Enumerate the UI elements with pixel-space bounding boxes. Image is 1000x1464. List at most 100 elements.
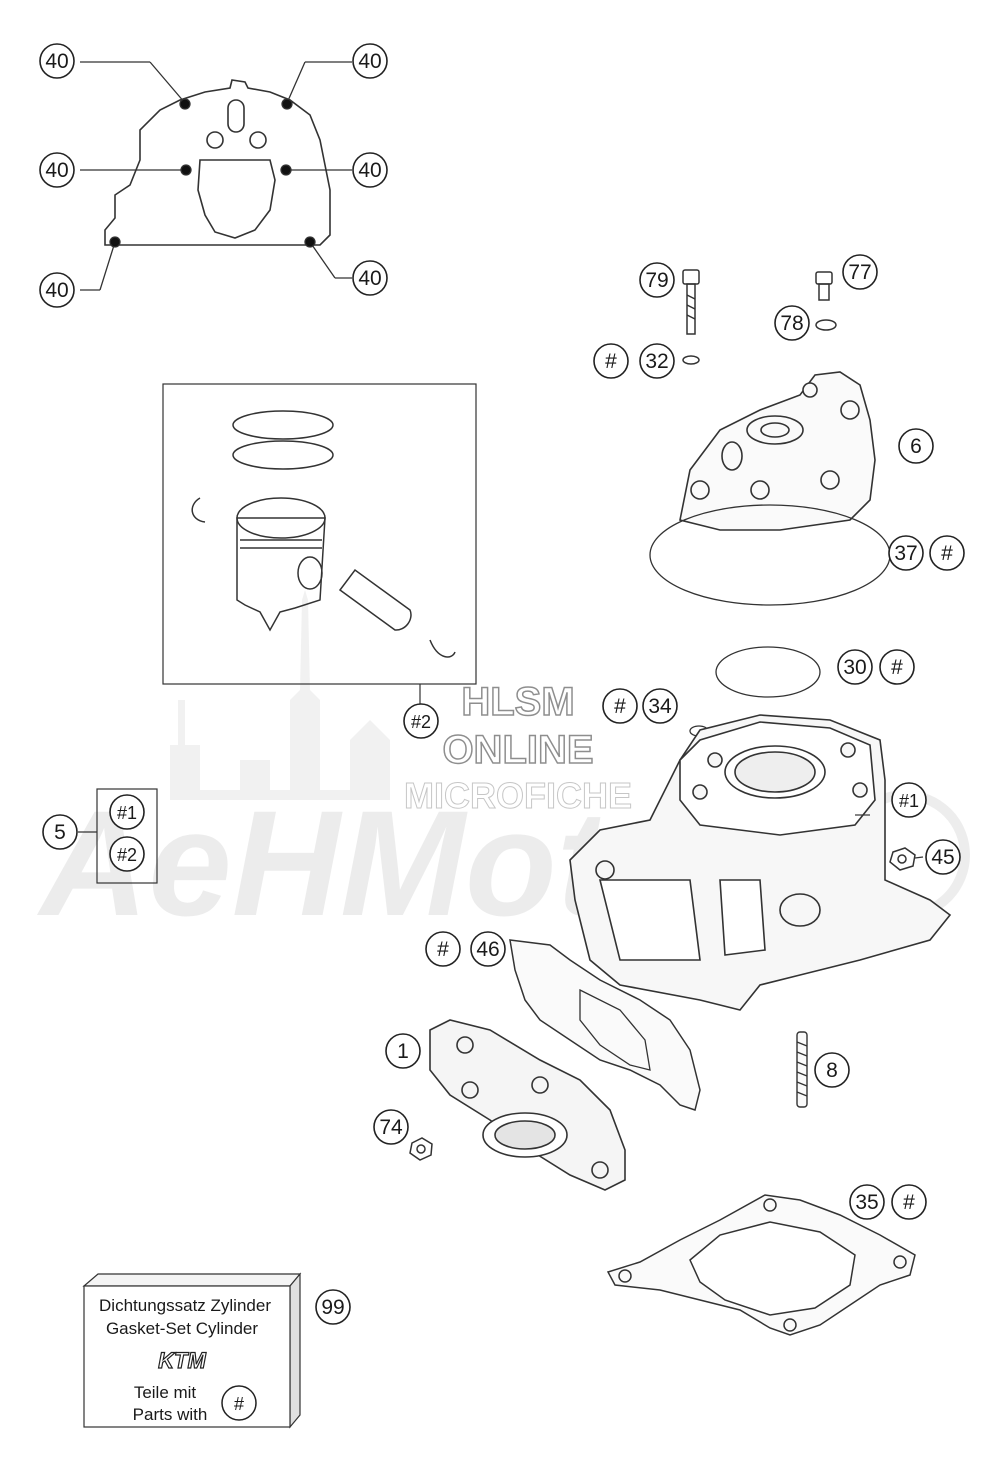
callout-c40-e: 40	[39, 272, 75, 308]
cylinder-head-bolts	[682, 269, 837, 365]
o-ring-30-icon	[715, 646, 821, 698]
gasket-set-parts-en: Parts with	[133, 1405, 208, 1424]
nut-74-icon	[409, 1137, 433, 1161]
callout-c74: 74	[373, 1109, 409, 1145]
callout-ref1-cyl: #1	[891, 782, 927, 818]
bolt-79-icon	[682, 269, 700, 285]
callout-label: #	[891, 656, 903, 679]
gasket-set-hash-callout: #	[234, 1394, 244, 1414]
callout-label: #	[437, 938, 449, 961]
stud-8-icon	[796, 1031, 808, 1108]
callout-c46: 46	[470, 931, 506, 967]
base-gasket-hole	[249, 131, 267, 149]
callout-c99: 99	[315, 1289, 351, 1325]
callout-label: 40	[45, 50, 68, 73]
base-gasket-bore	[197, 159, 276, 239]
piston-ring-icon	[232, 410, 334, 440]
callout-hash: #	[879, 649, 915, 685]
washer-32-icon	[682, 355, 700, 365]
callout-label: #2	[411, 712, 431, 732]
callout-label: 40	[358, 50, 381, 73]
piston-kit-frame	[162, 383, 477, 685]
callout-label: #	[941, 542, 953, 565]
circlip-icon	[191, 497, 206, 523]
callout-label: #	[903, 1191, 915, 1214]
callout-label: 40	[358, 159, 381, 182]
gasket-set-title-en: Gasket-Set Cylinder	[106, 1319, 258, 1338]
callout-label: 35	[855, 1191, 878, 1214]
callout-label: 40	[45, 279, 68, 302]
piston-pin-icon	[338, 568, 412, 631]
callout-c32: 32	[639, 343, 675, 379]
watermark-line2: ONLINE	[442, 728, 593, 772]
callout-label: 34	[648, 695, 672, 718]
gasket-set-box: Dichtungssatz Zylinder Gasket-Set Cylind…	[82, 1272, 302, 1429]
callout-c77: 77	[842, 254, 878, 290]
callout-c34: 34	[642, 688, 678, 724]
callout-hash: #	[891, 1184, 927, 1220]
box-5	[78, 788, 158, 884]
callout-hash: #	[929, 535, 965, 571]
callout-c37: 37	[888, 535, 924, 571]
callout-label: 45	[931, 846, 954, 869]
callout-c40-f: 40	[352, 260, 388, 296]
callout-label: 1	[397, 1040, 409, 1063]
cylinder	[569, 714, 952, 1011]
callout-label: 40	[45, 159, 68, 182]
callout-label: 99	[321, 1296, 344, 1319]
gasket-46-icon	[509, 939, 701, 1111]
callout-c35: 35	[849, 1184, 885, 1220]
base-gasket-35-icon	[606, 1194, 916, 1336]
piston-ring-icon	[232, 440, 334, 470]
callout-c40-d: 40	[352, 152, 388, 188]
callout-label: #1	[117, 803, 137, 823]
cathedral-silhouette-icon	[170, 590, 390, 800]
callout-label: 78	[780, 312, 803, 335]
callout-c78: 78	[774, 305, 810, 341]
callout-hash: #	[593, 343, 629, 379]
bolt-77-icon	[815, 271, 833, 285]
callout-label: 40	[358, 267, 381, 290]
base-gasket-leaders	[80, 61, 352, 291]
callout-c40-a: 40	[39, 43, 75, 79]
callout-c8: 8	[814, 1052, 850, 1088]
callout-c5: 5	[42, 814, 78, 850]
leader-lines	[855, 814, 924, 859]
callout-ref2-top: #2	[403, 703, 439, 739]
callout-c45: 45	[925, 839, 961, 875]
base-gasket-hole	[206, 131, 224, 149]
callout-label: 32	[645, 350, 668, 373]
callout-c6: 6	[898, 428, 934, 464]
callout-label: #	[605, 350, 617, 373]
callout-label: 79	[645, 269, 668, 292]
callout-label: 5	[54, 821, 66, 844]
callout-hash: #	[425, 931, 461, 967]
cylinder-head	[679, 371, 876, 531]
callout-label: 46	[476, 938, 499, 961]
callout-label: 8	[826, 1059, 838, 1082]
callout-hash: #	[602, 688, 638, 724]
callout-label: 77	[848, 261, 871, 284]
callout-label: 74	[379, 1116, 403, 1139]
callout-c1: 1	[385, 1033, 421, 1069]
callout-label: #2	[117, 845, 137, 865]
washer-78-icon	[815, 319, 837, 331]
piston-kit	[162, 383, 477, 685]
callout-c30: 30	[837, 649, 873, 685]
intake-flange-1	[429, 1019, 626, 1191]
callout-c79: 79	[639, 262, 675, 298]
ktm-logo: KTM	[158, 1348, 206, 1373]
piston-icon	[236, 517, 326, 632]
base-gasket-detail	[104, 79, 331, 246]
callout-label: #	[614, 695, 626, 718]
callout-label: #1	[899, 791, 919, 811]
watermark-line1: HLSM	[461, 680, 574, 724]
callout-c40-c: 40	[39, 152, 75, 188]
callout-label: 37	[894, 542, 917, 565]
callout-label: 6	[910, 435, 922, 458]
callout-label: 30	[843, 656, 866, 679]
callout-c40-b: 40	[352, 43, 388, 79]
base-gasket-slot	[227, 99, 245, 133]
callout-ref2-box: #2	[109, 836, 145, 872]
